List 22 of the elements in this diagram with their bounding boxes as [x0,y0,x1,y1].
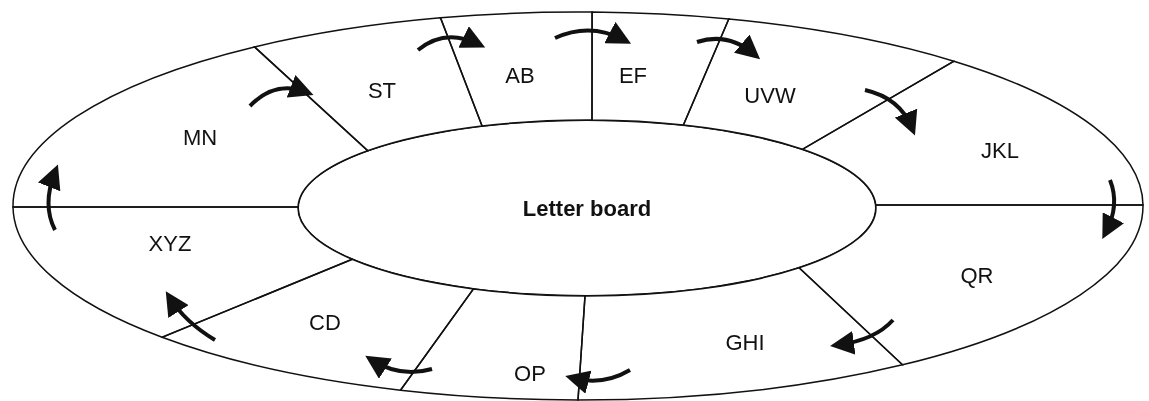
curved-arrow [864,88,917,136]
board-label: Letter board [522,194,652,223]
segment-label: EF [618,61,648,90]
segment-label: CD [309,308,341,337]
segment-label: UVW [744,81,796,110]
curved-arrow [38,164,61,231]
segment-label: GHI [725,328,765,357]
segment-label: AB [505,61,535,90]
curved-arrow [565,368,631,394]
segment-label: ST [367,76,397,105]
curved-arrow [1102,179,1124,240]
curved-arrow [554,22,632,44]
curved-arrow [248,75,314,108]
segment-label: OP [514,359,546,388]
segment-label: XYZ [148,229,192,258]
curved-arrow [165,291,217,342]
curved-arrow [365,355,433,379]
curved-arrow [830,318,895,355]
segment-label: MN [182,123,218,152]
segment-label: QR [960,261,994,290]
curved-arrow [696,34,761,59]
segment-label: JKL [981,136,1019,165]
